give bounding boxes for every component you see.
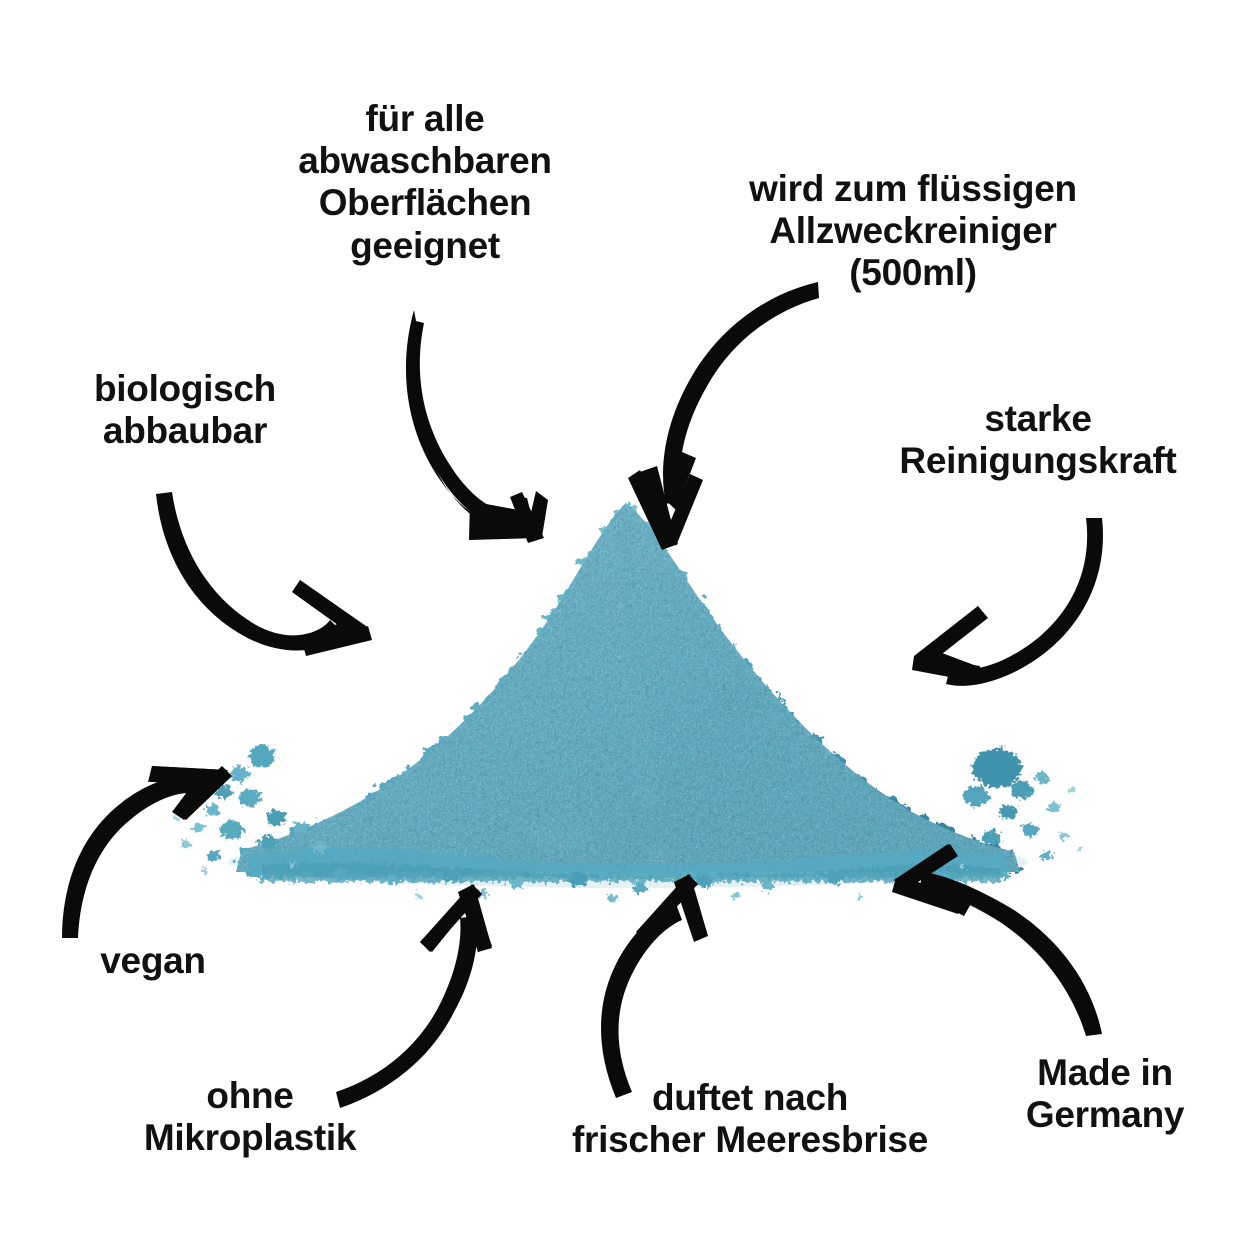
arrow-vegan bbox=[62, 766, 232, 938]
arrow-made-in-germany bbox=[892, 844, 1102, 1036]
callout-label-vegan: vegan bbox=[100, 940, 206, 981]
callout-label-made-in-germany: Made in Germany bbox=[1025, 1052, 1185, 1136]
callout-label-strong: starke Reinigungskraft bbox=[899, 398, 1177, 482]
callout-label-biodegradable: biologisch abbaubar bbox=[93, 368, 276, 452]
powder-scatter bbox=[175, 745, 1083, 902]
arrow-biodegradable bbox=[156, 492, 372, 656]
arrow-liquid bbox=[628, 282, 819, 550]
callout-label-liquid: wird zum flüssigen Allzweckreiniger (500… bbox=[749, 168, 1077, 294]
arrow-strong bbox=[912, 518, 1103, 686]
callout-label-no-microplastic: ohne Mikroplastik bbox=[143, 1075, 357, 1159]
arrow-scent bbox=[601, 874, 708, 1098]
powder-base-skirt bbox=[248, 847, 1010, 882]
powder-cone bbox=[236, 503, 1020, 872]
callout-label-scent: duftet nach frischer Meeresbrise bbox=[572, 1077, 928, 1161]
callout-label-surfaces: für alle abwaschbaren Oberflächen geeign… bbox=[298, 98, 552, 266]
arrow-surfaces bbox=[405, 310, 548, 543]
